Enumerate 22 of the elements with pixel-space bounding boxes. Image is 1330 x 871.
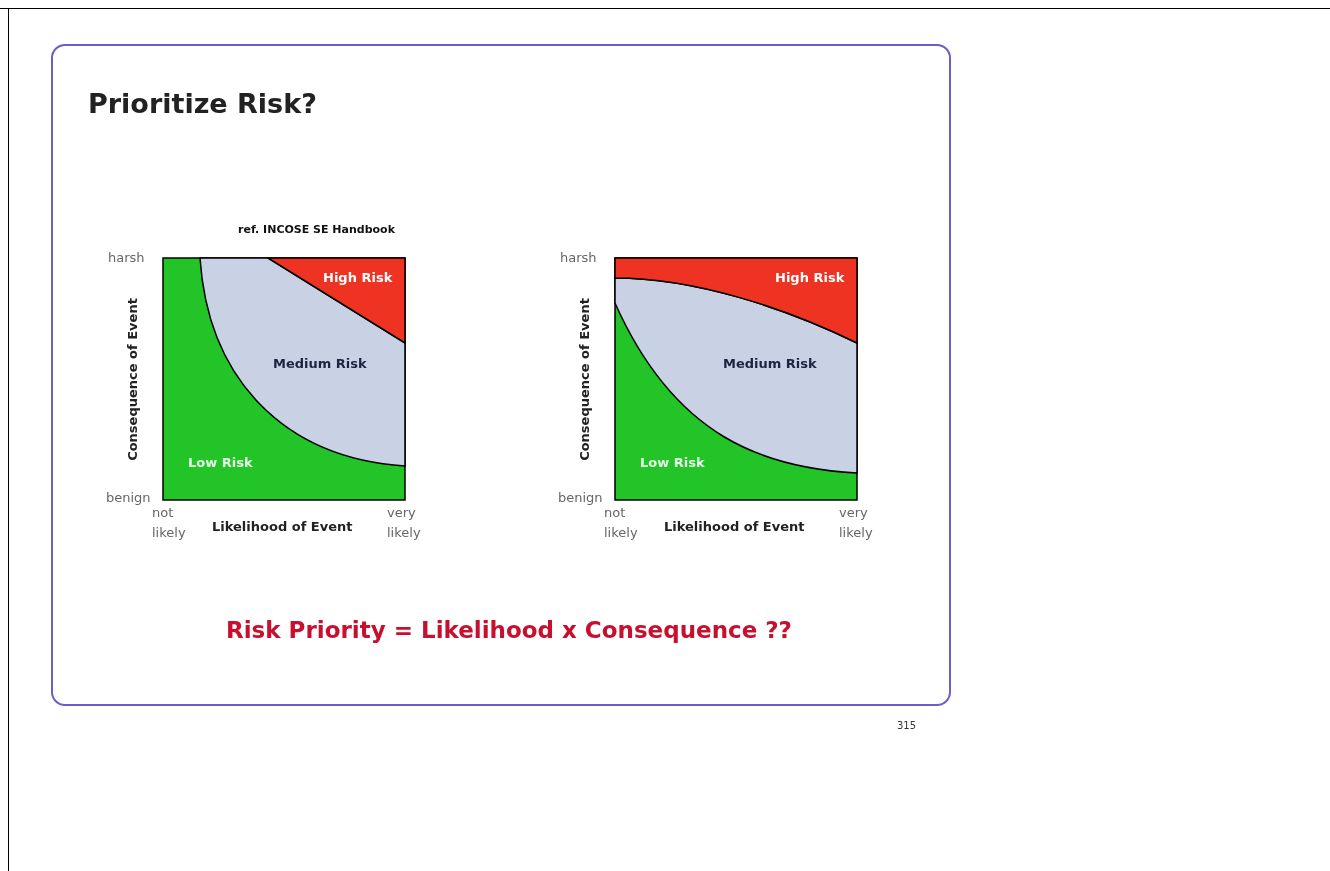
region-label: High Risk [323,270,393,285]
region-label: Medium Risk [273,356,367,371]
axis-title: Consequence of Event [576,297,592,463]
region-label: Low Risk [640,455,705,470]
formula-text: Risk Priority = Likelihood x Consequence ?? [226,616,792,644]
reference-note: ref. INCOSE SE Handbook [238,222,395,237]
axis-end-label: harsh [560,250,597,265]
axis-end-label: very likely [387,504,422,542]
page-number: 315 [897,719,917,733]
axis-end-label: not likely [152,504,187,542]
axis-end-label: harsh [108,250,145,265]
axis-title: Consequence of Event [124,297,140,463]
region-label: Low Risk [188,455,253,470]
region-label: High Risk [775,270,845,285]
axis-title: Likelihood of Event [212,519,353,534]
region-label: Medium Risk [723,356,817,371]
axis-end-label: very likely [839,504,874,542]
axis-end-label: benign [106,490,151,505]
axis-title: Likelihood of Event [664,519,805,534]
slide-title: Prioritize Risk? [88,88,317,119]
axis-end-label: not likely [604,504,639,542]
axis-end-label: benign [558,490,603,505]
